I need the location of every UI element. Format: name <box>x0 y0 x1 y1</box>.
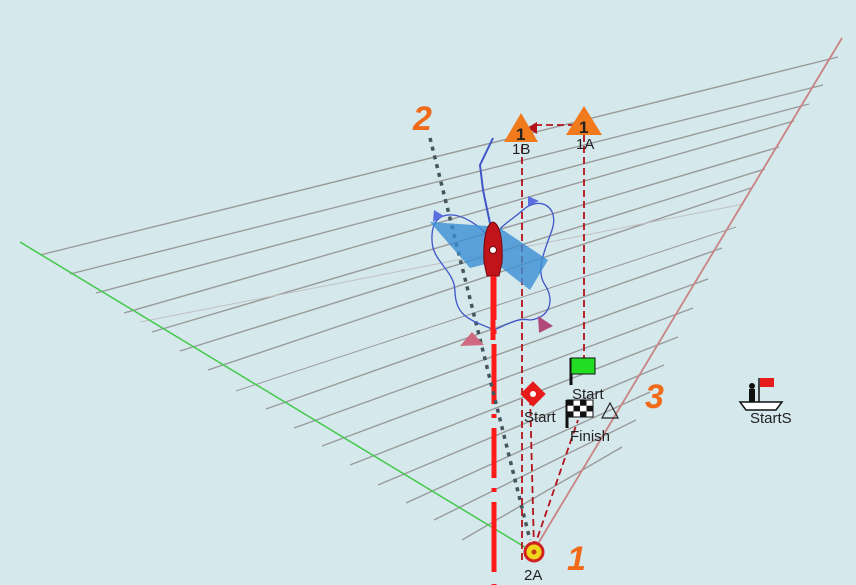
finish-flag-icon <box>565 399 594 428</box>
committee-boat[interactable]: StartS <box>738 378 792 427</box>
polar-marker-icon <box>460 332 484 346</box>
sail-sector-starboard <box>498 228 548 290</box>
route-line-2 <box>428 137 532 541</box>
polar-marker-icon <box>528 196 539 206</box>
finish-label: Finish <box>570 428 610 445</box>
svg-text:1: 1 <box>516 125 525 144</box>
course-arrow-head <box>527 122 537 134</box>
sail-sector-port <box>430 222 494 268</box>
mark-1b-label: 1B <box>512 141 530 158</box>
annotation-3: 3 <box>645 378 664 416</box>
start-flag-label: Start <box>572 386 605 403</box>
mark-1a-label: 1A <box>576 136 594 153</box>
committee-boat-icon <box>738 378 784 411</box>
mark-2a-label: 2A <box>524 567 542 584</box>
start-flag[interactable]: Start <box>569 357 605 403</box>
polar-marker-icon <box>538 316 553 333</box>
svg-text:1: 1 <box>579 118 588 137</box>
start-pin[interactable]: Start <box>520 381 557 426</box>
course-legs <box>521 124 585 560</box>
layline-port <box>19 241 534 553</box>
triangle-outline-icon <box>601 401 619 419</box>
layline-starboard <box>532 37 843 553</box>
ladder-grid <box>39 56 839 541</box>
polar-curve <box>431 202 555 331</box>
start-flag-icon <box>570 357 596 375</box>
polar-marker-icon <box>433 210 444 222</box>
annotation-1: 1 <box>567 540 586 578</box>
finish-mark[interactable]: Finish <box>565 399 619 445</box>
mark-1a[interactable]: 1 1A <box>566 106 602 153</box>
mark-2a[interactable]: 2A <box>523 541 545 584</box>
rounding-mark-icon <box>566 106 602 135</box>
annotation-2: 2 <box>412 100 432 138</box>
boat-icon[interactable] <box>483 221 503 340</box>
committee-boat-label: StartS <box>750 410 792 427</box>
rounding-mark-icon <box>504 113 538 142</box>
start-pin-label: Start <box>524 409 557 426</box>
wind-history-line <box>478 137 494 229</box>
mark-1b[interactable]: 1 1B <box>504 113 538 158</box>
